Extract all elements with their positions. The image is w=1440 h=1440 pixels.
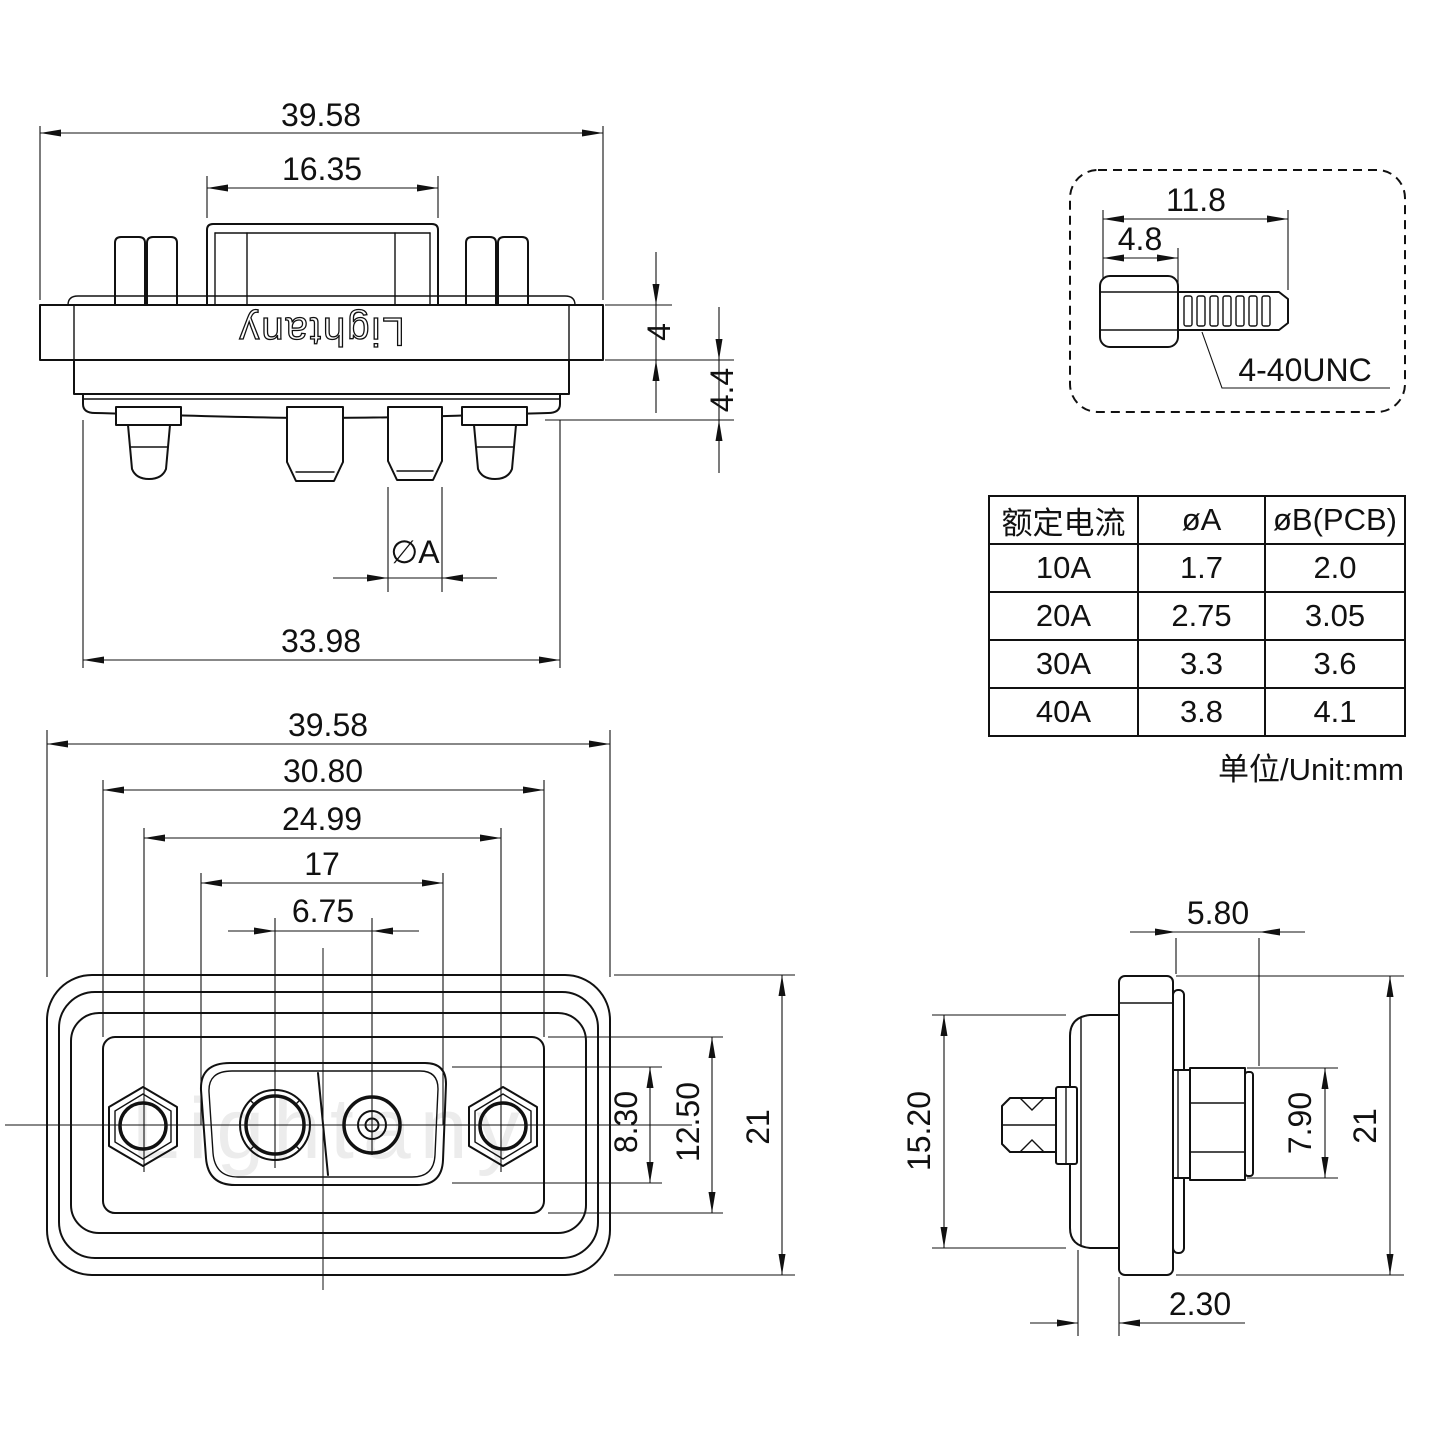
spec-table-row: 40A 3.8 4.1 [988, 687, 1406, 737]
screw-detail-drawing: 11.8 4.8 4-40UNC [1069, 169, 1406, 413]
dim-front-body-height: 12.50 [670, 1082, 706, 1162]
cell-current: 30A [988, 639, 1139, 689]
dim-top-pin-diameter: ∅A [390, 534, 440, 570]
cell-dia-b: 2.0 [1264, 543, 1406, 593]
side-view-drawing: 5.80 15.20 7.90 21 2.30 [901, 895, 1404, 1336]
dim-front-contact-spacing: 6.75 [292, 893, 354, 929]
detail-boundary-box [1069, 169, 1406, 413]
top-flange-outline [39, 304, 604, 361]
spec-table-header-dia-b: øB(PCB) [1264, 495, 1406, 545]
brand-watermark: Lightany [131, 1081, 528, 1177]
unit-note: 单位/Unit:mm [1218, 752, 1404, 787]
dim-screw-head-length: 4.8 [1118, 221, 1162, 257]
screw-hex-standoff [1099, 275, 1179, 348]
cell-dia-a: 1.7 [1137, 543, 1266, 593]
dim-top-pin-base-width: 33.98 [281, 623, 361, 659]
cell-current: 20A [988, 591, 1139, 641]
spec-table-header-row: 额定电流 øA øB(PCB) [988, 495, 1406, 545]
spec-table-header-dia-a: øA [1137, 495, 1266, 545]
right-jack-screw-nut [468, 1086, 538, 1167]
cell-dia-b: 4.1 [1264, 687, 1406, 737]
cell-dia-a: 3.3 [1137, 639, 1266, 689]
jack-screw-head [114, 236, 146, 306]
dim-top-insert-width: 16.35 [282, 151, 362, 187]
dim-top-mount-depth: 4.4 [704, 368, 740, 412]
spec-table-header-current: 额定电流 [988, 495, 1139, 545]
dim-front-opening-height: 8.30 [608, 1091, 644, 1153]
cell-dia-a: 3.8 [1137, 687, 1266, 737]
dim-front-screw-spacing: 24.99 [282, 801, 362, 837]
dim-side-overall-height: 21 [1347, 1108, 1383, 1144]
dim-top-overall-width: 39.58 [281, 97, 361, 133]
cell-dia-a: 2.75 [1137, 591, 1266, 641]
spec-table-row: 30A 3.3 3.6 [988, 639, 1406, 689]
cell-dia-b: 3.6 [1264, 639, 1406, 689]
dim-side-gasket-height: 15.20 [901, 1091, 937, 1171]
left-jack-screw-nut [108, 1086, 178, 1167]
thread-spec-label: 4-40UNC [1238, 352, 1371, 388]
cell-dia-b: 3.05 [1264, 591, 1406, 641]
cell-current: 10A [988, 543, 1139, 593]
signal-contact-pin [286, 406, 344, 482]
dim-front-body-width: 30.80 [283, 753, 363, 789]
side-body-block [1118, 975, 1174, 1276]
cell-current: 40A [988, 687, 1139, 737]
brand-embossed-text: Lightany [237, 309, 404, 353]
front-view-drawing: Lightany [5, 707, 795, 1290]
dim-screw-total-length: 11.8 [1166, 182, 1226, 218]
spec-table: 额定电流 øA øB(PCB) 10A 1.7 2.0 20A 2.75 3.0… [988, 495, 1406, 737]
power-contact-pin [387, 406, 443, 481]
screw-threaded-shaft [1177, 291, 1289, 331]
side-gasket-flange [1069, 1014, 1120, 1249]
dim-front-overall-width: 39.58 [288, 707, 368, 743]
dim-side-flange-gap: 2.30 [1169, 1286, 1231, 1322]
jack-screw-post [115, 406, 182, 426]
spec-table-row: 10A 1.7 2.0 [988, 543, 1406, 593]
dim-side-nut-height: 7.90 [1282, 1092, 1318, 1154]
dim-side-nut-protrusion: 5.80 [1187, 895, 1249, 931]
side-jack-screw-standoff [1172, 1067, 1254, 1181]
dim-front-overall-height: 21 [740, 1109, 776, 1145]
side-contact-pin [1001, 1086, 1078, 1165]
top-view-drawing: Lightany 39.58 16.35 4 4.4 ∅A 33.98 [39, 97, 740, 668]
dim-top-flange-thickness: 4 [641, 323, 677, 341]
dim-front-opening-width: 17 [304, 846, 340, 882]
spec-table-row: 20A 2.75 3.05 [988, 591, 1406, 641]
